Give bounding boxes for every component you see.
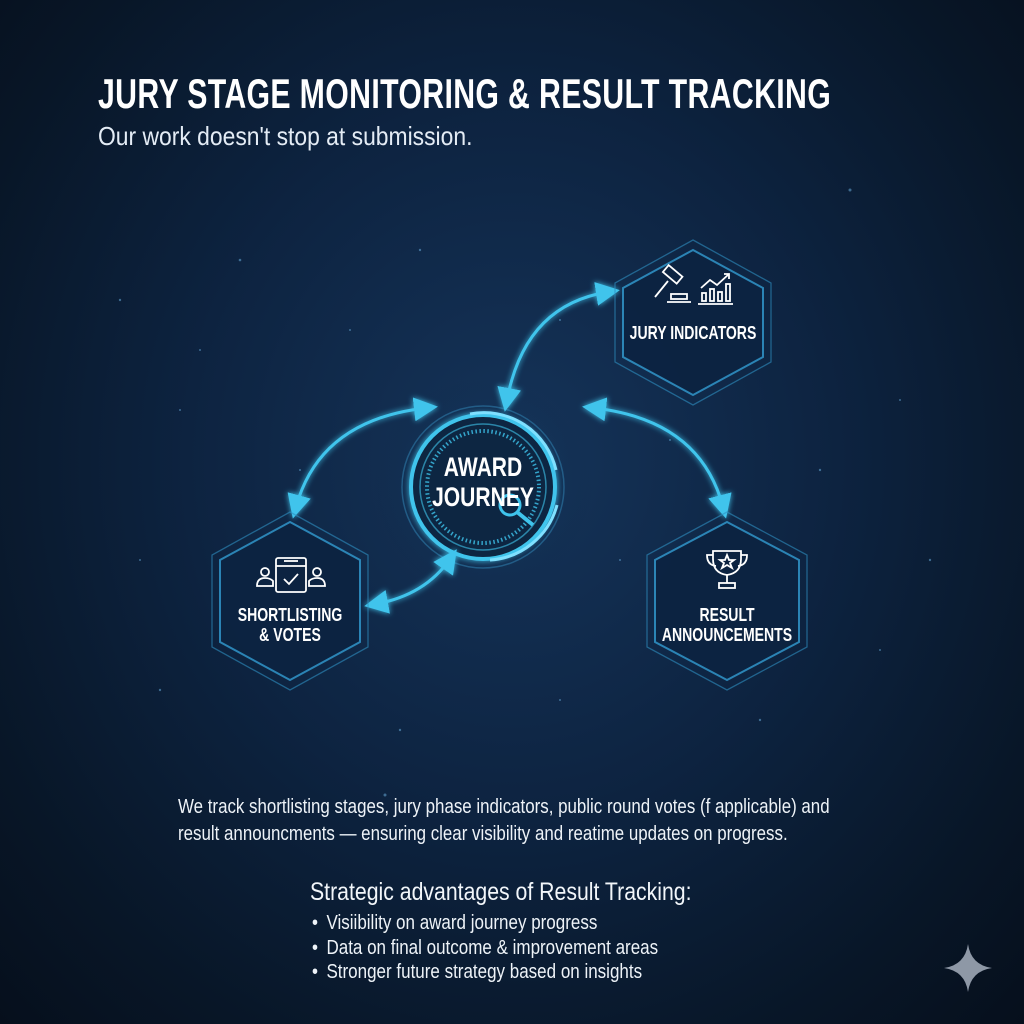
advantages-list: Visiibility on award journey progress Da… (312, 911, 658, 985)
advantage-item: Visiibility on award journey progress (312, 911, 658, 936)
shortlisting-label: SHORTLISTING & VOTES (238, 605, 343, 645)
result-label-line1: RESULT (699, 605, 755, 625)
magnifier-icon (498, 493, 535, 527)
advantages-title: Strategic advantages of Result Tracking: (310, 878, 692, 906)
result-label-line2: ANNOUNCEMENTS (661, 625, 793, 646)
award-journey-hub[interactable] (373, 377, 593, 597)
page-subtitle: Our work doesn't stop at submission. (98, 121, 473, 151)
description-paragraph: We track shortlisting stages, jury phase… (178, 794, 830, 848)
hub-label-line1: AWARD (443, 452, 523, 482)
gavel-icon (654, 263, 691, 303)
shortlisting-label-line1: SHORTLISTING (237, 605, 343, 625)
hub-label: AWARD JOURNEY (432, 452, 534, 512)
arrow-hub-results (582, 397, 732, 519)
jury-indicators-label: JURY INDICATORS (629, 323, 757, 343)
arrow-hub-jury (497, 282, 620, 412)
hexagon-jury-indicators[interactable] (614, 239, 772, 406)
shortlisting-label-line2: & VOTES (259, 625, 321, 646)
trophy-star-icon (706, 550, 748, 589)
advantage-item: Data on final outcome & improvement area… (312, 936, 658, 961)
arrow-hub-shortlisting (287, 397, 438, 519)
advantage-item: Stronger future strategy based on insigh… (312, 960, 658, 985)
description-line-2: result announcments — ensuring clear vis… (178, 823, 788, 845)
sparkle-icon (944, 944, 992, 992)
hexagon-result-announcements[interactable] (646, 511, 808, 691)
hub-label-line2: JOURNEY (432, 482, 534, 513)
arrow-hub-shortlisting-lower (364, 549, 457, 614)
description-line-1: We track shortlisting stages, jury phase… (178, 796, 830, 818)
result-announcements-label: RESULT ANNOUNCEMENTS (662, 605, 792, 645)
page-title: JURY STAGE MONITORING & RESULT TRACKING (98, 70, 832, 117)
hexagon-shortlisting[interactable] (211, 511, 369, 691)
bar-chart-growth-icon (698, 273, 733, 305)
ballot-voters-icon (256, 557, 326, 593)
